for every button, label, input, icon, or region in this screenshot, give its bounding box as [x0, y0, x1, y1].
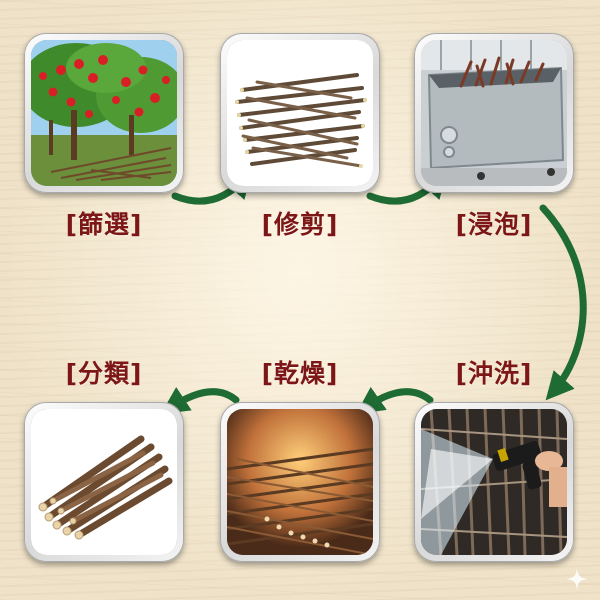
step-5-label: [乾燥]: [261, 359, 339, 388]
step-3-label: [浸泡]: [455, 210, 533, 239]
soaking-tank-image: [421, 40, 567, 186]
step-5-tile: [220, 402, 380, 562]
step-6-label: [分類]: [65, 359, 143, 388]
trimmed-branches-image: [227, 40, 373, 186]
apple-orchard-image: [31, 40, 177, 186]
drying-sticks-image: [227, 409, 373, 555]
sorted-bundle-image: [31, 409, 177, 555]
step-2-tile: [220, 33, 380, 193]
step-1-label: [篩選]: [65, 210, 143, 239]
step-2-label: [修剪]: [261, 210, 339, 239]
sparkle-icon: [566, 568, 588, 590]
step-1-tile: [24, 33, 184, 193]
spray-rinse-image: [421, 409, 567, 555]
step-3-tile: [414, 33, 574, 193]
arrow-step4-to-step5: [355, 386, 434, 415]
step-4-tile: [414, 402, 574, 562]
step-4-label: [沖洗]: [455, 359, 533, 388]
arrow-step5-to-step6: [160, 387, 240, 415]
step-6-tile: [24, 402, 184, 562]
